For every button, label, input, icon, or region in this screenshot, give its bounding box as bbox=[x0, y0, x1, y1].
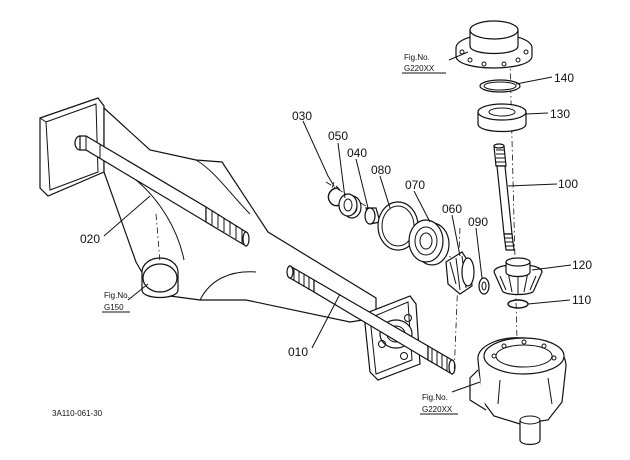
pinion-shaft-100 bbox=[493, 143, 515, 251]
collar-090 bbox=[478, 277, 490, 295]
part-label-020: 020 bbox=[80, 232, 100, 246]
part-label-060: 060 bbox=[442, 202, 462, 216]
part-label-040: 040 bbox=[347, 146, 367, 160]
leader-lines bbox=[103, 51, 572, 393]
bearing-130 bbox=[477, 103, 527, 133]
bearing-070 bbox=[408, 219, 450, 266]
part-label-100: 100 bbox=[558, 177, 578, 191]
bevel-gear-120 bbox=[493, 257, 543, 296]
fig-ref-left-line2: G150 bbox=[104, 303, 124, 312]
part-label-070: 070 bbox=[405, 178, 425, 192]
part-label-030: 030 bbox=[292, 109, 312, 123]
part-label-120: 120 bbox=[572, 258, 592, 272]
bearing-050 bbox=[338, 193, 362, 219]
fig-ref-left: Fig.No. G150 bbox=[102, 291, 130, 313]
ring-140 bbox=[479, 79, 521, 93]
part-label-050: 050 bbox=[328, 129, 348, 143]
part-label-140: 140 bbox=[554, 71, 574, 85]
top-housing bbox=[455, 20, 533, 69]
bevel-gear-060 bbox=[445, 251, 475, 295]
fig-ref-bottom-line1: Fig.No. bbox=[422, 393, 448, 402]
part-label-130: 130 bbox=[550, 107, 570, 121]
axle-shaft-020 bbox=[74, 135, 250, 248]
fig-ref-bottom: Fig.No. G220XX bbox=[420, 393, 458, 415]
fig-ref-top-line1: Fig.No. bbox=[404, 53, 430, 62]
drawing-code: 3A110-061-30 bbox=[52, 409, 103, 418]
part-label-010: 010 bbox=[288, 345, 308, 359]
fig-ref-top-line2: G220XX bbox=[404, 64, 435, 73]
bottom-housing bbox=[469, 337, 567, 446]
part-label-080: 080 bbox=[371, 163, 391, 177]
fig-ref-left-line1: Fig.No. bbox=[104, 291, 130, 300]
part-label-110: 110 bbox=[572, 293, 591, 307]
snap-ring-110 bbox=[507, 299, 529, 309]
fig-ref-top: Fig.No. G220XX bbox=[402, 53, 446, 74]
axle-shaft-010 bbox=[286, 264, 456, 376]
part-label-090: 090 bbox=[468, 215, 488, 229]
part-labels: 030 050 040 080 070 060 090 100 120 110 … bbox=[80, 71, 592, 359]
fig-ref-bottom-line2: G220XX bbox=[422, 405, 453, 414]
